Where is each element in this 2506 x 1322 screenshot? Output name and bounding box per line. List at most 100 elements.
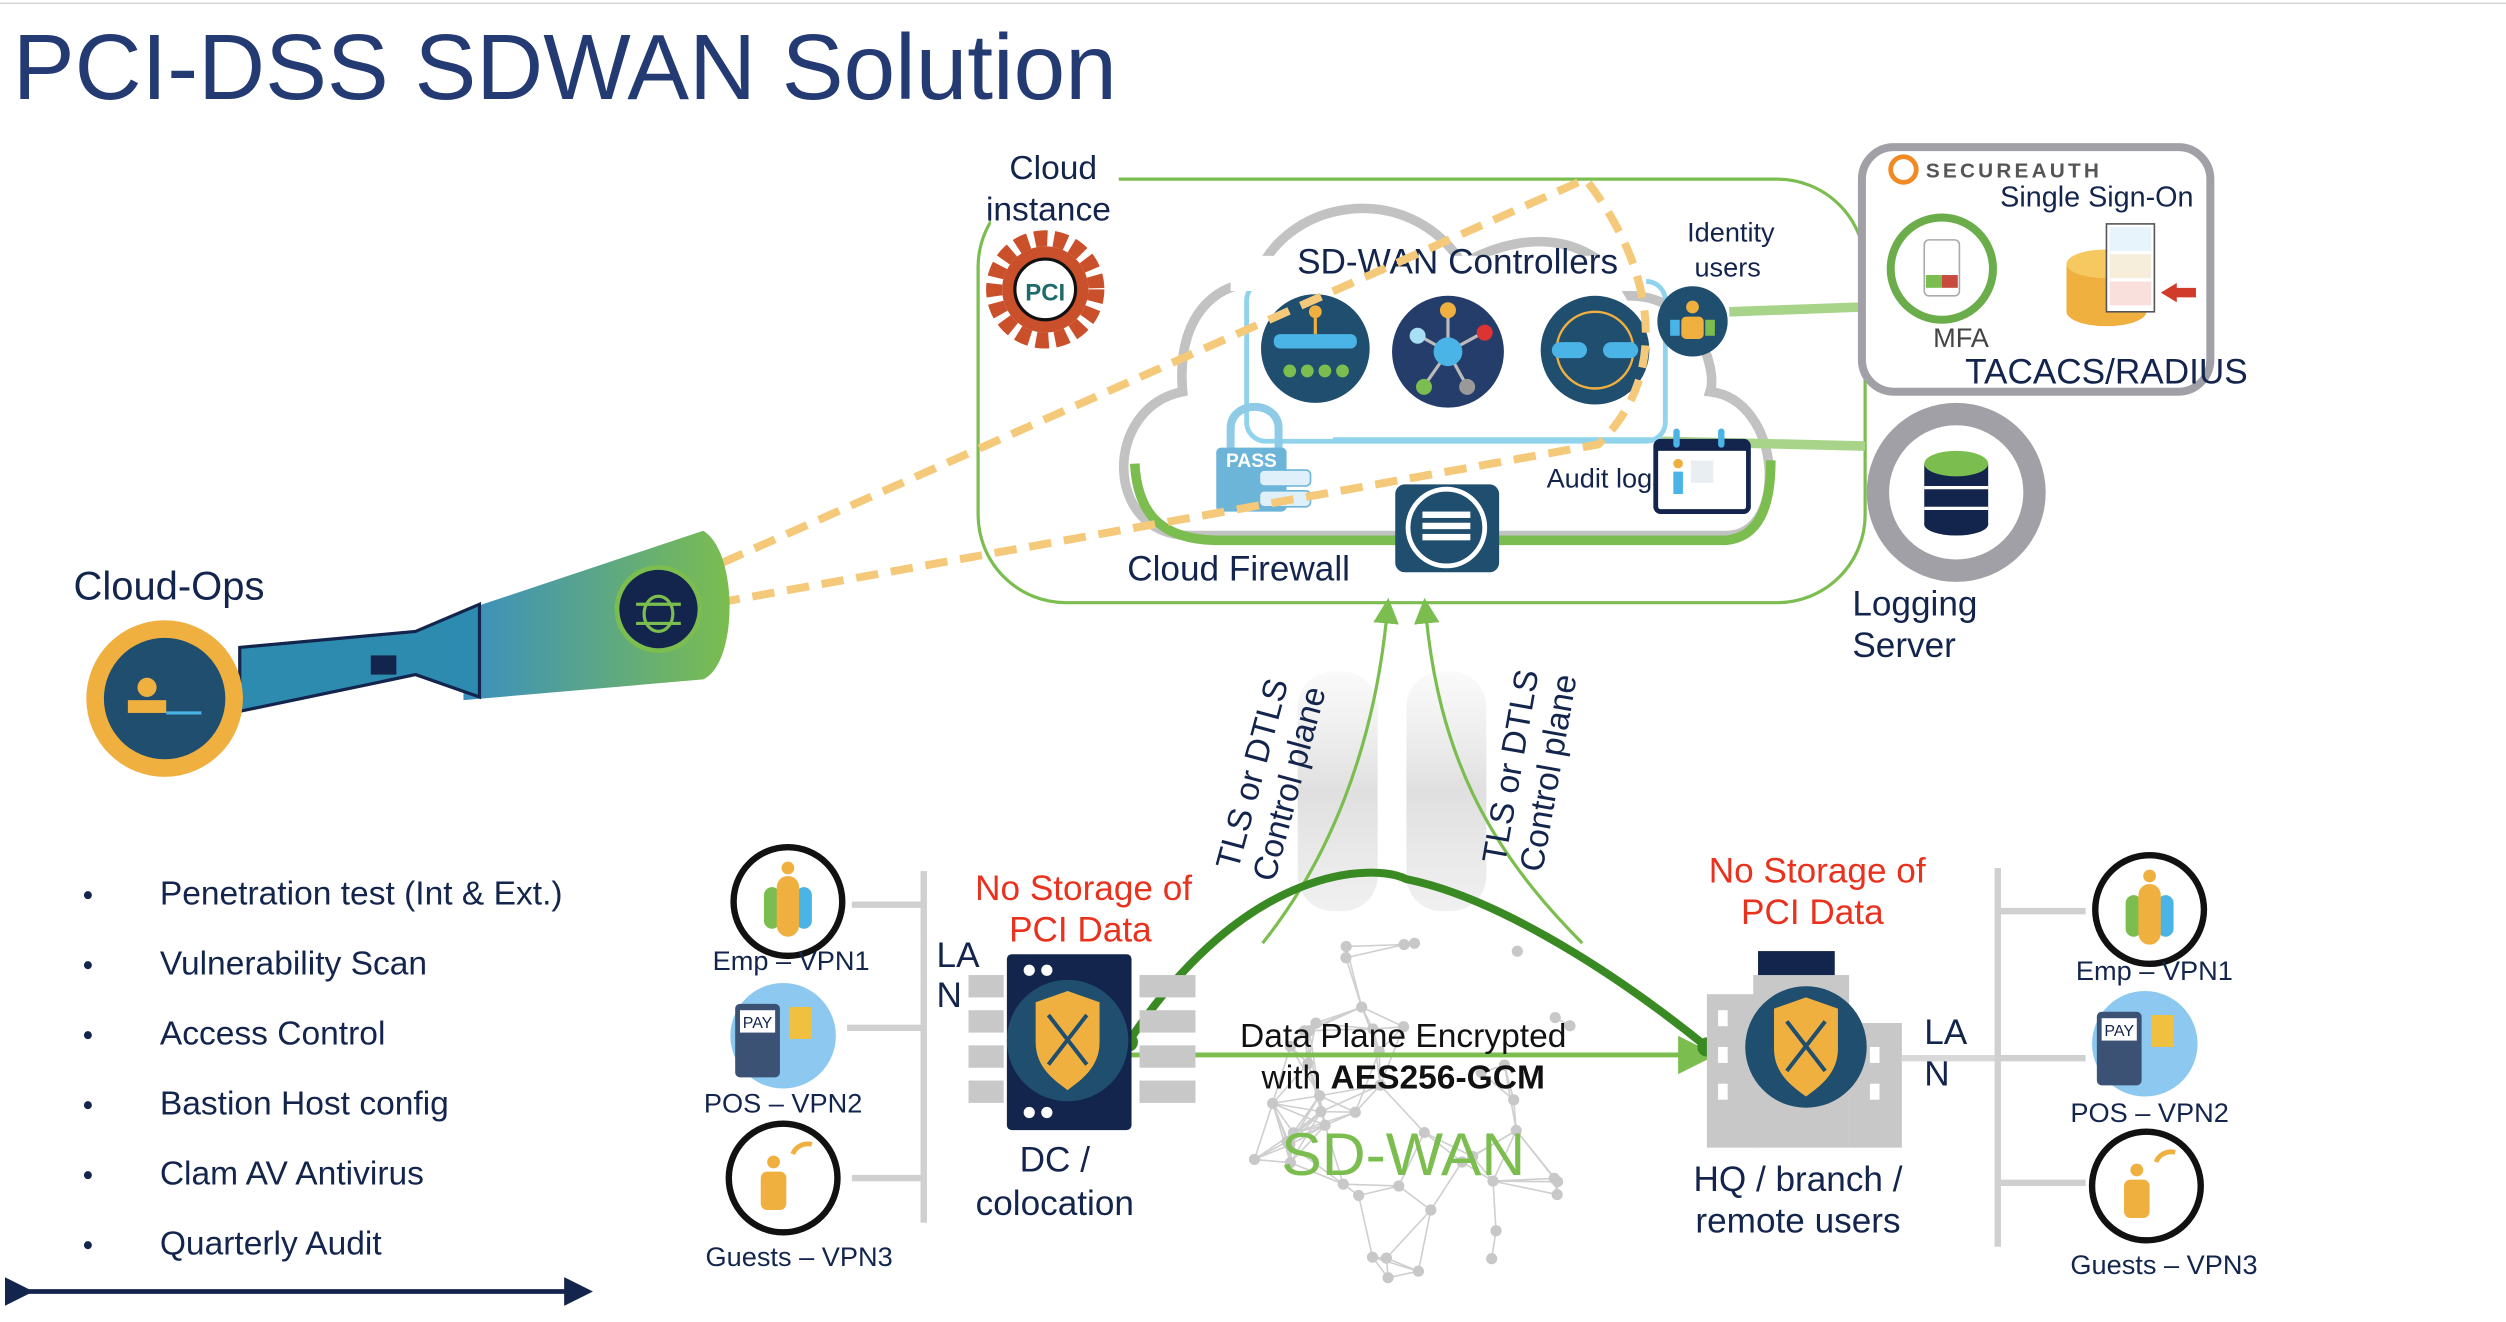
mesh-link (1503, 1064, 1515, 1101)
mesh-link (1398, 1132, 1426, 1187)
mesh-link (1358, 1185, 1399, 1197)
control-plane-tunnel-right (1406, 671, 1487, 912)
mesh-link (1423, 1131, 1463, 1163)
checklist-item: Penetration test (Int & Ext.) (160, 876, 563, 913)
mesh-node (1511, 945, 1523, 957)
mesh-link (1324, 1125, 1345, 1185)
left-segment-guests: Guests – VPN3 (706, 1241, 893, 1272)
left-segment-pos: POS – VPN2 (704, 1087, 862, 1118)
sso-link (1729, 302, 1863, 317)
mesh-link (1290, 1161, 1344, 1185)
mesh-node (1374, 1079, 1386, 1091)
controllers-label: SD-WAN Controllers (1297, 242, 1618, 281)
right-pay-text: PAY (2104, 1023, 2134, 1040)
mesh-node (1298, 1025, 1310, 1037)
vbond-icon (1540, 295, 1650, 405)
mesh-node (1284, 1157, 1296, 1169)
right-lan-1: LA (1924, 1013, 1968, 1052)
dc-router-icon (1006, 979, 1129, 1102)
cloud-ops-label: Cloud-Ops (74, 564, 265, 608)
mesh-link (1253, 1103, 1274, 1160)
firewall-label: Cloud Firewall (1127, 549, 1350, 588)
mesh-link (1289, 1124, 1326, 1164)
bullet-icon (83, 1171, 92, 1180)
pass-text: PASS (1226, 451, 1277, 472)
audit-logs-icon (1653, 428, 1751, 514)
mesh-link (1354, 1084, 1381, 1113)
bullet-icon (83, 1031, 92, 1040)
checklist-item: Access Control (160, 1016, 386, 1053)
mesh-node (1510, 1124, 1522, 1137)
mesh-link (1254, 1144, 1291, 1161)
mesh-link (1345, 943, 1405, 959)
right-guest-wifi-icon (2088, 1128, 2204, 1244)
mesh-link (1492, 1180, 1558, 1196)
mesh-node (1319, 1119, 1331, 1131)
left-lan-1: LA (937, 936, 981, 975)
mesh-link (1271, 1102, 1295, 1134)
logging-label-2: Server (1852, 626, 1956, 665)
mesh-node (1353, 1189, 1365, 1202)
mesh-node (1408, 937, 1421, 949)
flashlight-icon (86, 530, 730, 777)
page-title: PCI-DSS SDWAN Solution (13, 15, 1117, 119)
data-plane-tunnel (1125, 868, 1710, 1051)
mesh-node (1490, 1225, 1502, 1237)
mesh-node (1366, 1251, 1379, 1263)
data-plane-label-2: with AES256-GCM (1261, 1060, 1545, 1097)
cloud-shape (1118, 203, 1775, 541)
left-pos-icon: PAY (730, 983, 836, 1089)
mesh-link (1272, 1062, 1309, 1104)
cloud-base-green (1129, 460, 1776, 546)
mesh-node (1564, 1020, 1576, 1032)
vmanage-icon (1260, 294, 1370, 403)
mesh-link (1272, 1094, 1320, 1105)
mesh-node (1487, 1175, 1499, 1187)
mesh-node (1398, 938, 1410, 951)
mfa-label: MFA (1933, 322, 1990, 353)
mesh-node (1549, 1011, 1561, 1024)
mesh-link (1320, 1110, 1356, 1114)
bug-icon (614, 565, 703, 654)
mesh-link (1423, 1131, 1473, 1158)
password-lock-icon: PASS (1216, 403, 1312, 512)
right-site: No Storage of PCI Data LA N HQ / branch … (1693, 851, 2257, 1280)
mesh-node (1337, 1178, 1349, 1190)
checklist-item: Clam AV Antivirus (160, 1156, 424, 1193)
mesh-link (1378, 1026, 1405, 1053)
mesh-node (1349, 1106, 1361, 1118)
mesh-node (1393, 1180, 1405, 1192)
mesh-link (1343, 1183, 1399, 1187)
mesh-link (1417, 1209, 1432, 1272)
mesh-node (1302, 1057, 1314, 1070)
left-pay-text: PAY (743, 1015, 773, 1032)
cloud-instance-label-1: Cloud (1009, 150, 1097, 187)
mesh-node (1267, 1097, 1279, 1109)
mesh-link (1289, 1124, 1326, 1146)
mesh-link (1292, 1110, 1322, 1134)
mesh-node (1315, 1106, 1327, 1118)
left-segment-emp: Emp – VPN1 (713, 945, 870, 976)
left-site-name-1: DC / (1020, 1141, 1091, 1180)
mesh-node (1340, 952, 1352, 964)
left-no-storage-2: PCI Data (1009, 910, 1152, 949)
mesh-link (1315, 1022, 1374, 1030)
bullet-icon (83, 891, 92, 900)
left-site: No Storage of PCI Data LA N DC / colocat… (704, 843, 1196, 1272)
mesh-link (1398, 1185, 1432, 1211)
mesh-link (1254, 1158, 1291, 1164)
mesh-node (1284, 1040, 1296, 1052)
left-guest-wifi-icon (725, 1120, 841, 1236)
left-lan-2: N (937, 976, 962, 1015)
mesh-link (1271, 1103, 1292, 1163)
identity-label-2: users (1694, 252, 1760, 283)
mesh-link (1309, 1028, 1373, 1032)
mesh-node (1456, 1156, 1468, 1168)
mesh-link (1292, 1095, 1321, 1134)
mfa-phone-icon (1886, 213, 1997, 324)
checklist-item: Bastion Host config (160, 1086, 449, 1123)
mesh-link (1354, 1051, 1380, 1113)
logging-label-1: Logging (1852, 584, 1977, 623)
control-plane-arrow-right (1414, 597, 1584, 945)
